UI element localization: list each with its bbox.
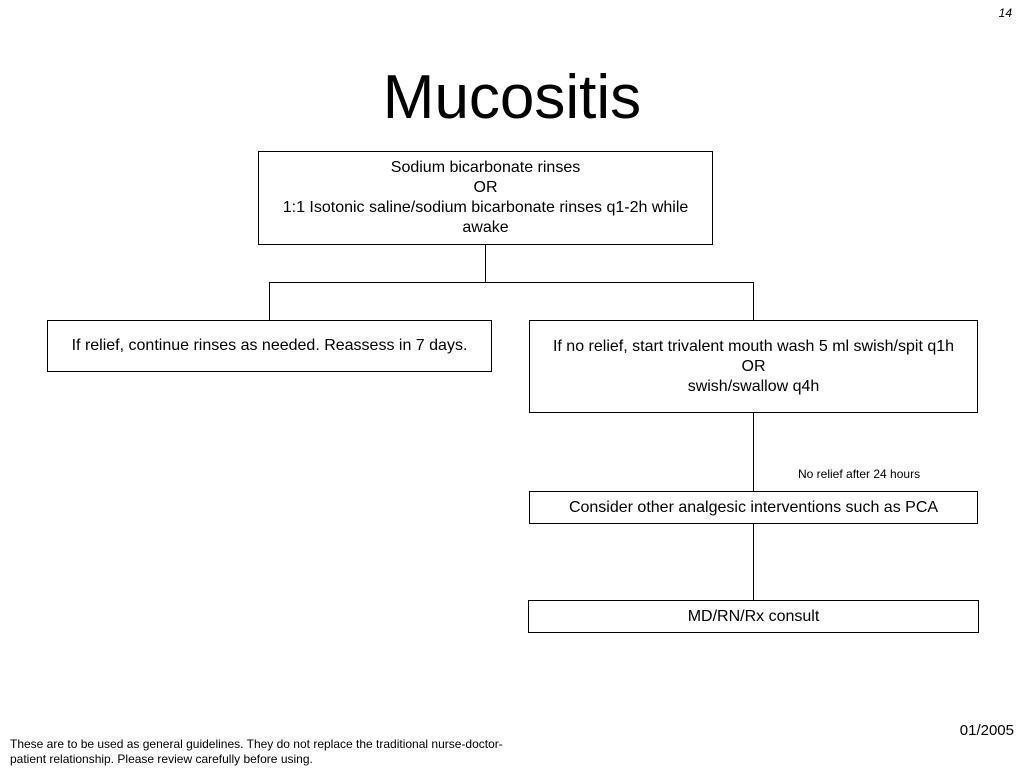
initial-treatment-line3: 1:1 Isotonic saline/sodium bicarbonate r…: [282, 199, 689, 236]
relief-box: If relief, continue rinses as needed. Re…: [47, 320, 492, 372]
no-relief-or: OR: [741, 357, 766, 375]
initial-treatment-line1: Sodium bicarbonate rinses: [390, 159, 581, 176]
connector-top-vertical: [485, 245, 486, 282]
connector-no-relief-to-analgesic: [753, 413, 754, 491]
no-relief-line1: If no relief, start trivalent mouth wash…: [552, 337, 955, 355]
consult-box: MD/RN/Rx consult: [528, 600, 979, 633]
connector-branch-right: [753, 282, 754, 320]
no-relief-24h-label: No relief after 24 hours: [798, 467, 921, 481]
no-relief-line3: swish/swallow q4h: [687, 377, 820, 395]
footer-disclaimer: These are to be used as general guidelin…: [10, 737, 503, 766]
analgesic-text: Consider other analgesic interventions s…: [568, 498, 939, 516]
initial-treatment-box: Sodium bicarbonate rinses OR 1:1 Isotoni…: [258, 151, 713, 245]
connector-branch-horizontal: [269, 282, 754, 283]
date-label: 01/2005: [959, 722, 1014, 739]
relief-text: If relief, continue rinses as needed. Re…: [71, 337, 468, 354]
analgesic-box: Consider other analgesic interventions s…: [529, 491, 978, 524]
slide-number: 14: [998, 6, 1012, 20]
connector-branch-left: [269, 282, 270, 320]
connector-analgesic-to-consult: [753, 524, 754, 600]
no-relief-box: If no relief, start trivalent mouth wash…: [529, 320, 978, 413]
initial-treatment-or: OR: [473, 179, 498, 196]
page-title: Mucositis: [382, 63, 642, 132]
consult-text: MD/RN/Rx consult: [687, 607, 820, 625]
